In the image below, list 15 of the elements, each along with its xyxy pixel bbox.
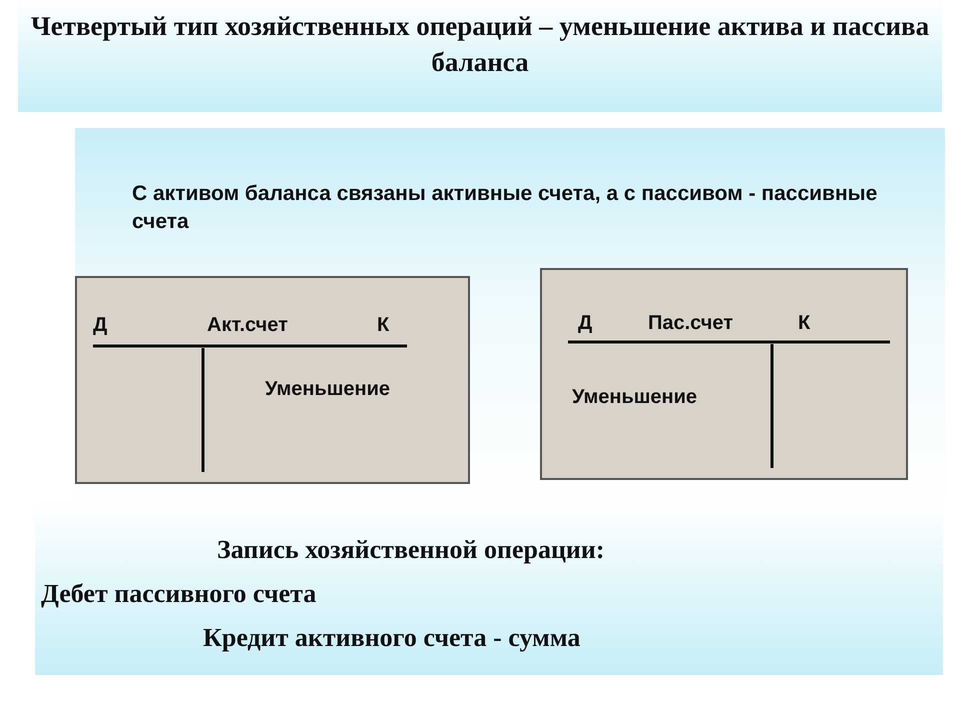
debit-label: Д bbox=[578, 312, 592, 335]
entry-line: Кредит активного счета - сумма bbox=[203, 623, 580, 653]
t-account-card bbox=[75, 276, 470, 484]
account-label: Акт.счет bbox=[207, 314, 288, 337]
t-account-card bbox=[540, 268, 908, 480]
entry-line: Дебет пассивного счета bbox=[41, 579, 316, 609]
change-label: Уменьшение bbox=[265, 378, 390, 401]
entry-heading: Запись хозяйственной операции: bbox=[217, 535, 605, 565]
credit-label: К bbox=[377, 314, 390, 337]
credit-label: К bbox=[798, 312, 810, 335]
change-label: Уменьшение bbox=[572, 386, 698, 409]
account-label: Пас.счет bbox=[648, 312, 734, 335]
debit-label: Д bbox=[93, 314, 108, 337]
title-text: Четвертый тип хозяйственных операций – уменьшение актива и пассива баланса bbox=[30, 10, 930, 80]
note-text: С активом баланса связаны активные счета, а с пассивом - пассивные счета bbox=[132, 181, 878, 236]
